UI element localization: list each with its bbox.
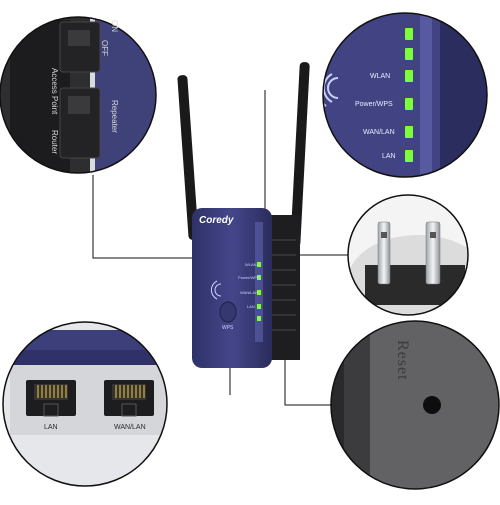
led-power-wps <box>405 98 413 110</box>
wps-button <box>219 301 237 323</box>
mode-router-label: Router <box>50 130 59 155</box>
led-label-lan: LAN <box>382 153 396 160</box>
led-wlan <box>405 70 413 82</box>
device-wps-label: WPS <box>222 325 234 331</box>
antenna-right <box>290 62 310 247</box>
antenna-left <box>177 75 199 240</box>
plug-pin-right <box>425 221 441 285</box>
led-closeup <box>323 13 487 177</box>
device-led-label: Power/WPS <box>238 275 260 280</box>
device-brand: Coredy <box>199 215 234 226</box>
mode-repeater-label: Repeater <box>110 100 119 133</box>
plug-pin-left <box>377 221 391 285</box>
led-indicator <box>405 28 413 40</box>
led-label-wan-lan: WAN/LAN <box>363 129 395 136</box>
mode-access-point-label: Access Point <box>50 68 59 115</box>
reset-hole <box>423 396 441 414</box>
plug-closeup <box>348 195 468 315</box>
led-indicator <box>405 48 413 60</box>
port-label-lan: LAN <box>44 424 58 431</box>
callout-line-switch <box>92 175 195 259</box>
device-front <box>192 208 272 368</box>
device-led-label: WAN/LAN <box>240 290 259 295</box>
switch-off-label: OFF <box>100 40 109 56</box>
device-led-label: LAN <box>247 304 255 309</box>
switch-closeup <box>0 17 156 173</box>
reset-label: Reset <box>394 340 411 381</box>
device-led-label: WLAN <box>245 262 257 267</box>
extender-device <box>177 62 310 368</box>
switch-on-label: ON <box>110 20 119 32</box>
led-wan-lan <box>405 126 413 138</box>
led-label-wlan: WLAN <box>370 73 391 80</box>
led-lan <box>405 150 413 162</box>
port-label-wan-lan: WAN/LAN <box>114 424 146 431</box>
ports-closeup <box>3 322 167 486</box>
wps-wifi-icon <box>210 280 222 300</box>
led-label-power-wps: Power/WPS <box>355 101 393 108</box>
